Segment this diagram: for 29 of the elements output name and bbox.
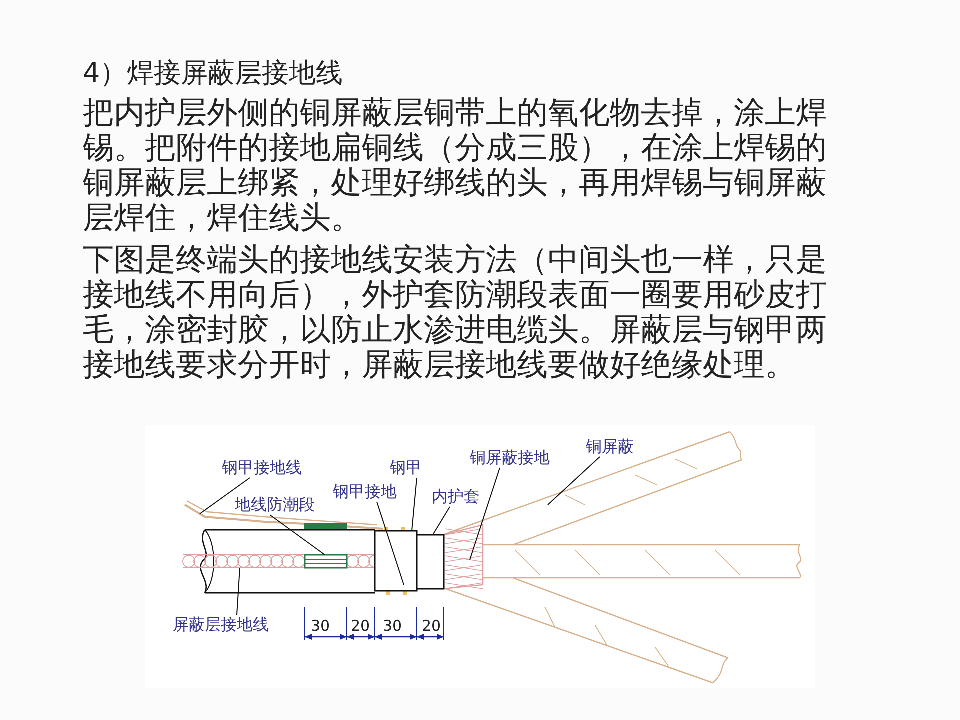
inner-sheath: [416, 534, 445, 590]
shield-braid: [182, 554, 306, 568]
leader-line: [270, 514, 326, 556]
part-label: 屏蔽层接地线: [173, 615, 269, 635]
part-label: 钢甲: [390, 458, 422, 478]
paragraph: 把内护层外侧的铜屏蔽层铜带上的氧化物去掉，涂上焊锡。把附件的接地扁铜线（分成三股），在涂上焊锡的铜屏蔽层上绑紧，处理好绑线的头，再用焊锡与铜屏蔽层焊住，焊住线头。: [83, 96, 828, 236]
moisture-seal: [304, 554, 348, 569]
leader-line: [432, 506, 450, 536]
part-label: 地线防潮段: [235, 495, 315, 515]
heading: 4）焊接屏蔽层接地线: [83, 57, 344, 91]
leader-line: [236, 568, 240, 616]
leader-line: [548, 456, 600, 506]
cable-core: [514, 472, 616, 545]
dimension-label: 30: [383, 617, 402, 635]
part-label: 钢甲接地线: [222, 458, 302, 478]
dimension-label: 20: [422, 617, 442, 635]
part-label: 钢甲接地: [333, 482, 397, 502]
leader-line: [470, 468, 500, 560]
shield-mesh: [443, 524, 484, 590]
leader-line: [412, 478, 418, 532]
leader-line: [376, 502, 404, 586]
dimension-label: 30: [311, 617, 330, 635]
armor-section: [374, 530, 418, 592]
part-label: 铜屏蔽: [586, 437, 634, 457]
leader-line: [200, 478, 250, 514]
dimension-label: 20: [351, 617, 370, 635]
paragraph: 下图是终端头的接地线安装方法（中间头也一样，只是接地线不用向后），外护套防潮段表面一圈要用砂皮打毛，涂密封胶，以防止水渗进电缆头。屏蔽层与钢甲两接地线要求分开时，屏蔽层接地线要做好绝缘处理。: [83, 243, 828, 383]
part-label: 内护套: [432, 487, 480, 507]
part-label: 铜屏蔽接地: [470, 448, 550, 468]
